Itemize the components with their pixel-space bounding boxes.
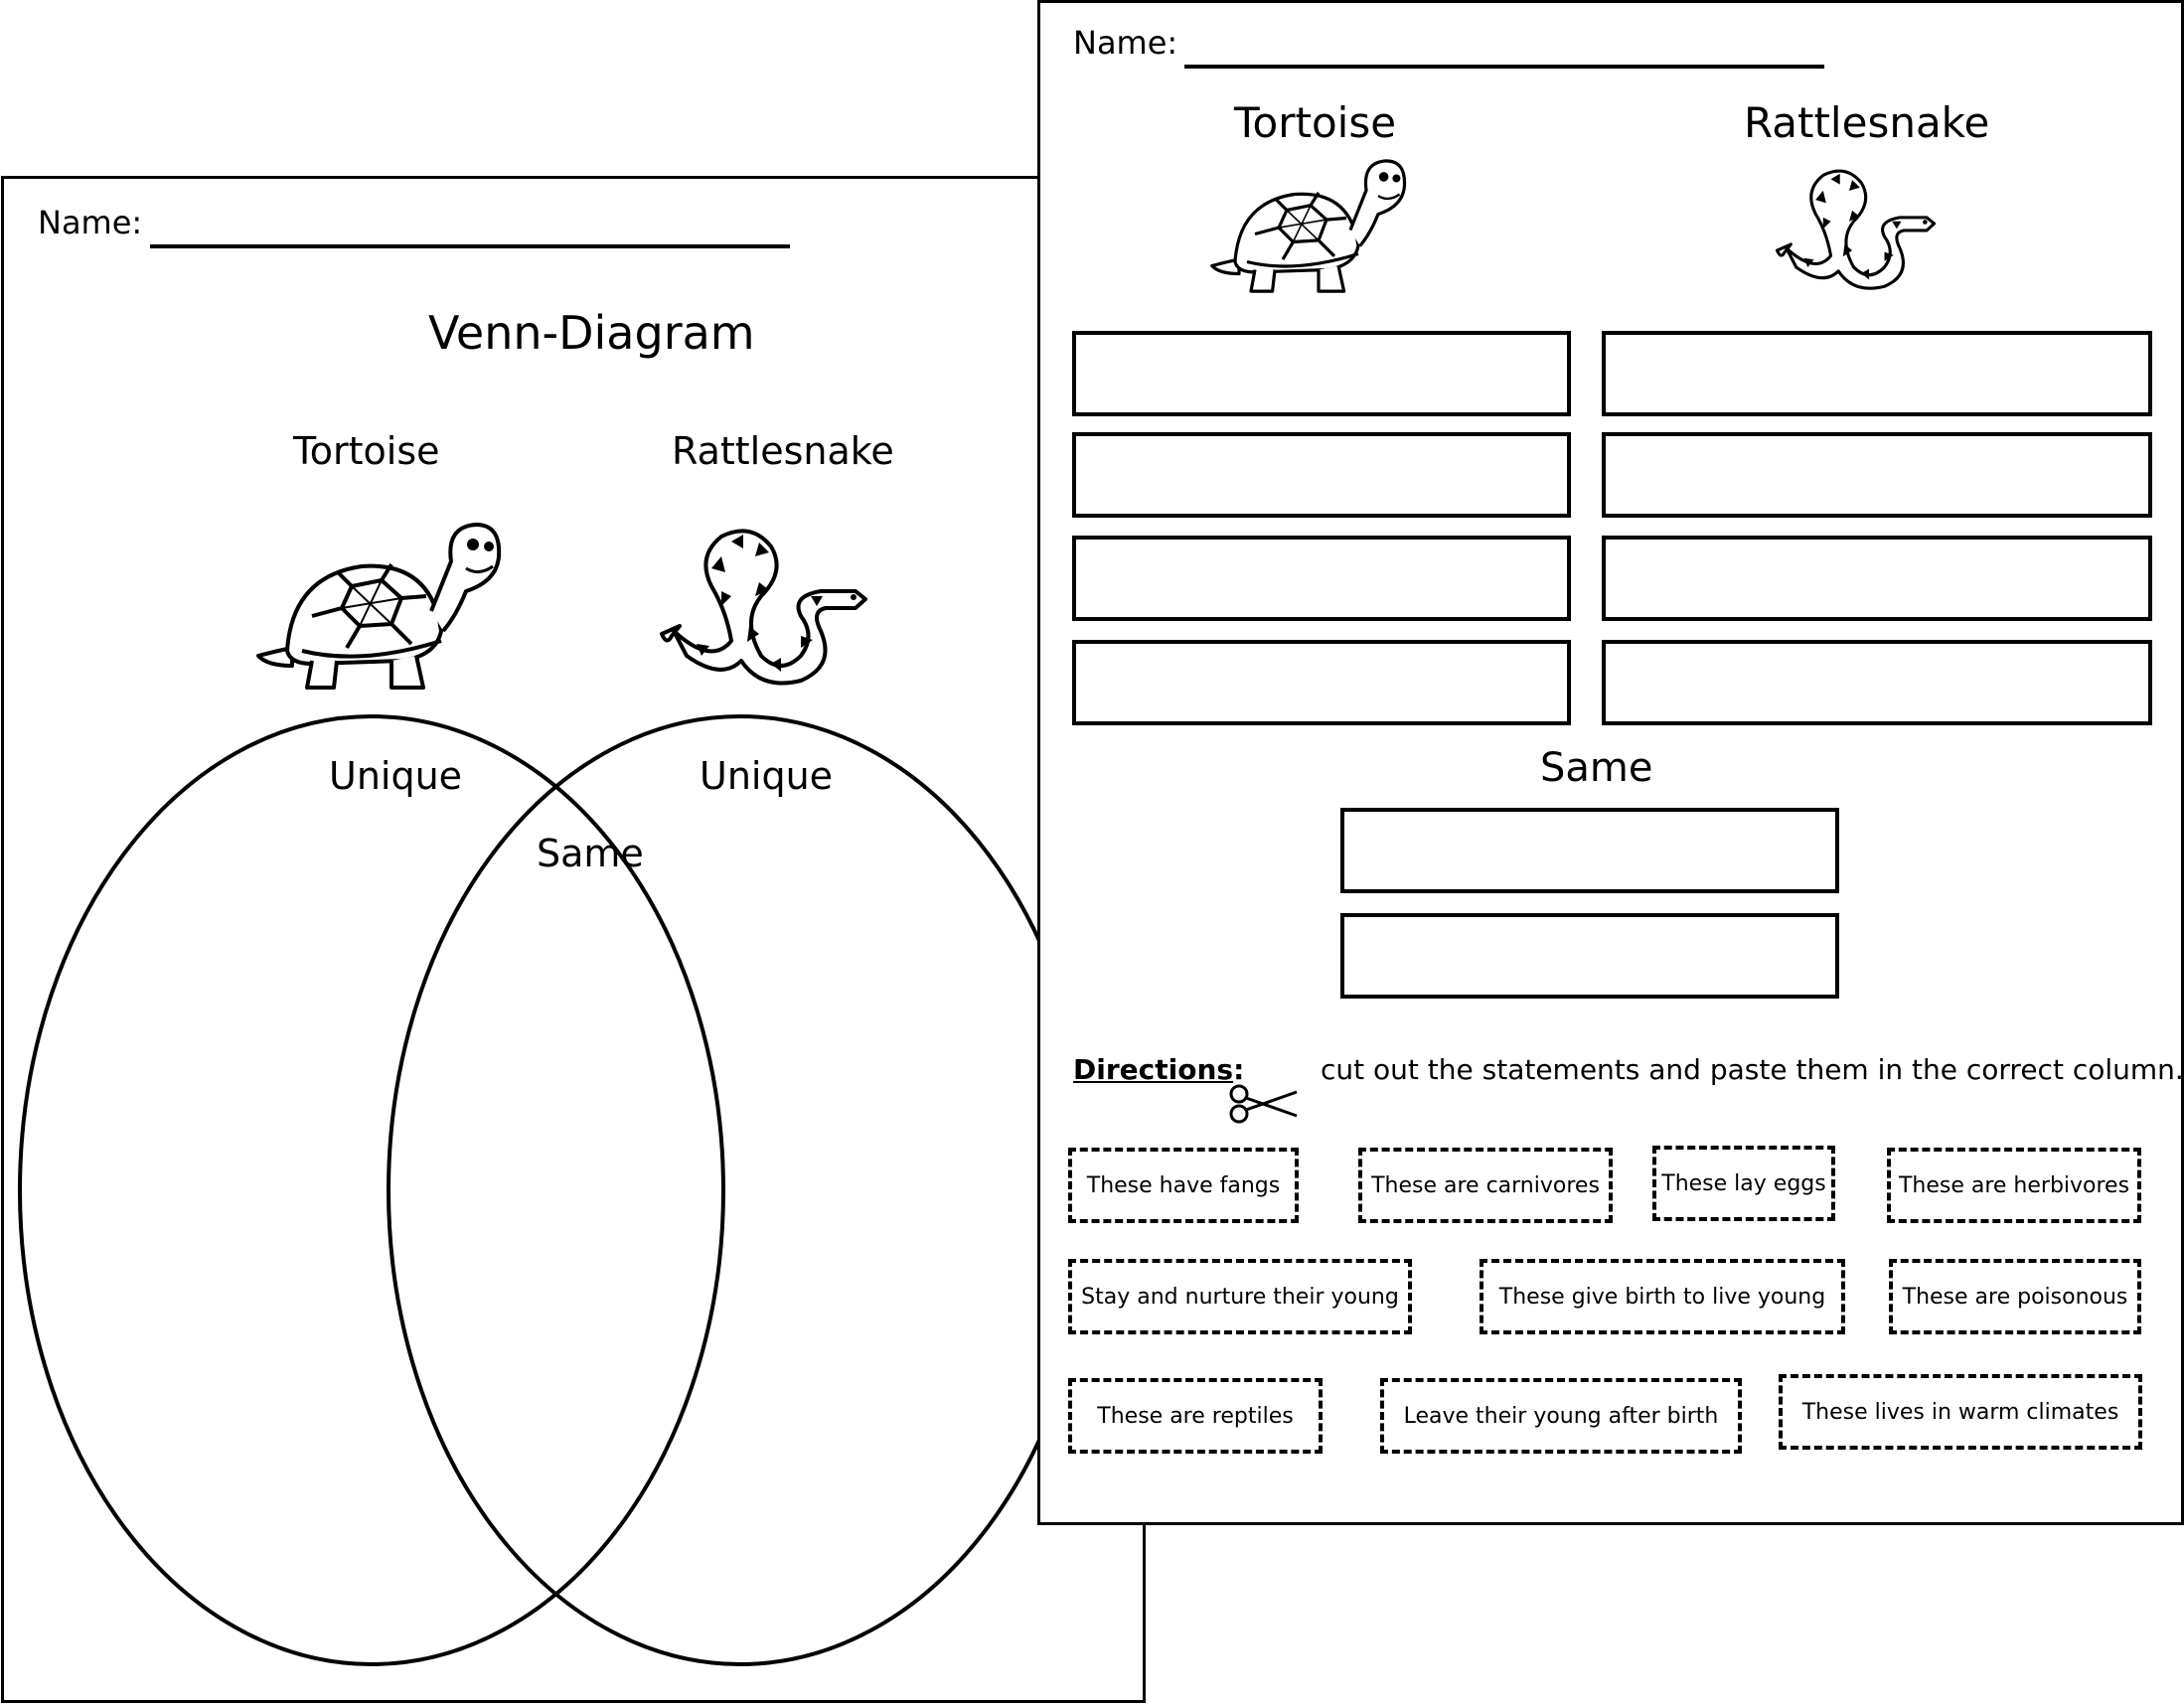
rattlesnake-answer-box-4[interactable] (1602, 640, 2152, 725)
statement-card[interactable]: These lives in warm climates (1779, 1374, 2142, 1450)
statement-card[interactable]: These have fangs (1068, 1148, 1299, 1223)
venn-right-animal: Rattlesnake (672, 429, 894, 473)
venn-left-circle[interactable] (18, 714, 725, 1666)
sort-rattlesnake-heading: Rattlesnake (1744, 98, 1990, 147)
statement-card[interactable]: These are carnivores (1358, 1148, 1613, 1223)
statement-card[interactable]: These are reptiles (1068, 1378, 1323, 1454)
rattlesnake-answer-box-2[interactable] (1602, 432, 2152, 518)
rattlesnake-answer-box-3[interactable] (1602, 536, 2152, 621)
directions-text: cut out the statements and paste them in… (1321, 1053, 2184, 1086)
tortoise-icon (1210, 159, 1407, 293)
venn-title: Venn-Diagram (428, 306, 755, 360)
directions-label: Directions: (1073, 1056, 1244, 1084)
statement-card[interactable]: These are herbivores (1887, 1148, 2141, 1223)
venn-name-label: Name: (38, 204, 143, 241)
statement-card[interactable]: Stay and nurture their young (1068, 1259, 1412, 1334)
sort-name-line[interactable] (1184, 65, 1824, 69)
sort-tortoise-heading: Tortoise (1234, 98, 1397, 147)
venn-same-label: Same (537, 832, 644, 875)
venn-left-unique-label: Unique (329, 754, 463, 798)
venn-diagram-sheet: Name: Venn-Diagram Tortoise Rattlesnake (1, 176, 1146, 1703)
rattlesnake-icon (660, 529, 867, 686)
tortoise-answer-box-3[interactable] (1072, 536, 1571, 621)
statement-card[interactable]: Leave their young after birth (1380, 1378, 1742, 1454)
same-heading: Same (1540, 745, 1653, 791)
rattlesnake-icon (1775, 169, 1937, 290)
venn-circles (18, 714, 1094, 1666)
venn-left-animal: Tortoise (293, 429, 440, 473)
tortoise-icon (256, 523, 502, 690)
statement-card[interactable]: These are poisonous (1889, 1259, 2141, 1334)
sort-name-label: Name: (1073, 24, 1178, 62)
directions-colon: : (1233, 1053, 1245, 1086)
same-answer-box-2[interactable] (1340, 913, 1839, 999)
directions-label-text: Directions (1073, 1053, 1234, 1086)
venn-name-line[interactable] (150, 244, 790, 248)
venn-right-unique-label: Unique (700, 754, 834, 798)
same-answer-box-1[interactable] (1340, 808, 1839, 893)
tortoise-answer-box-4[interactable] (1072, 640, 1571, 725)
statement-card[interactable]: These give birth to live young (1480, 1259, 1845, 1334)
scissors-icon (1229, 1084, 1298, 1124)
sorting-sheet: Name: Tortoise Rattlesnake (1037, 0, 2184, 1525)
rattlesnake-answer-box-1[interactable] (1602, 331, 2152, 416)
tortoise-answer-box-2[interactable] (1072, 432, 1571, 518)
venn-right-circle[interactable] (387, 714, 1094, 1666)
tortoise-answer-box-1[interactable] (1072, 331, 1571, 416)
statement-card[interactable]: These lay eggs (1652, 1146, 1835, 1221)
